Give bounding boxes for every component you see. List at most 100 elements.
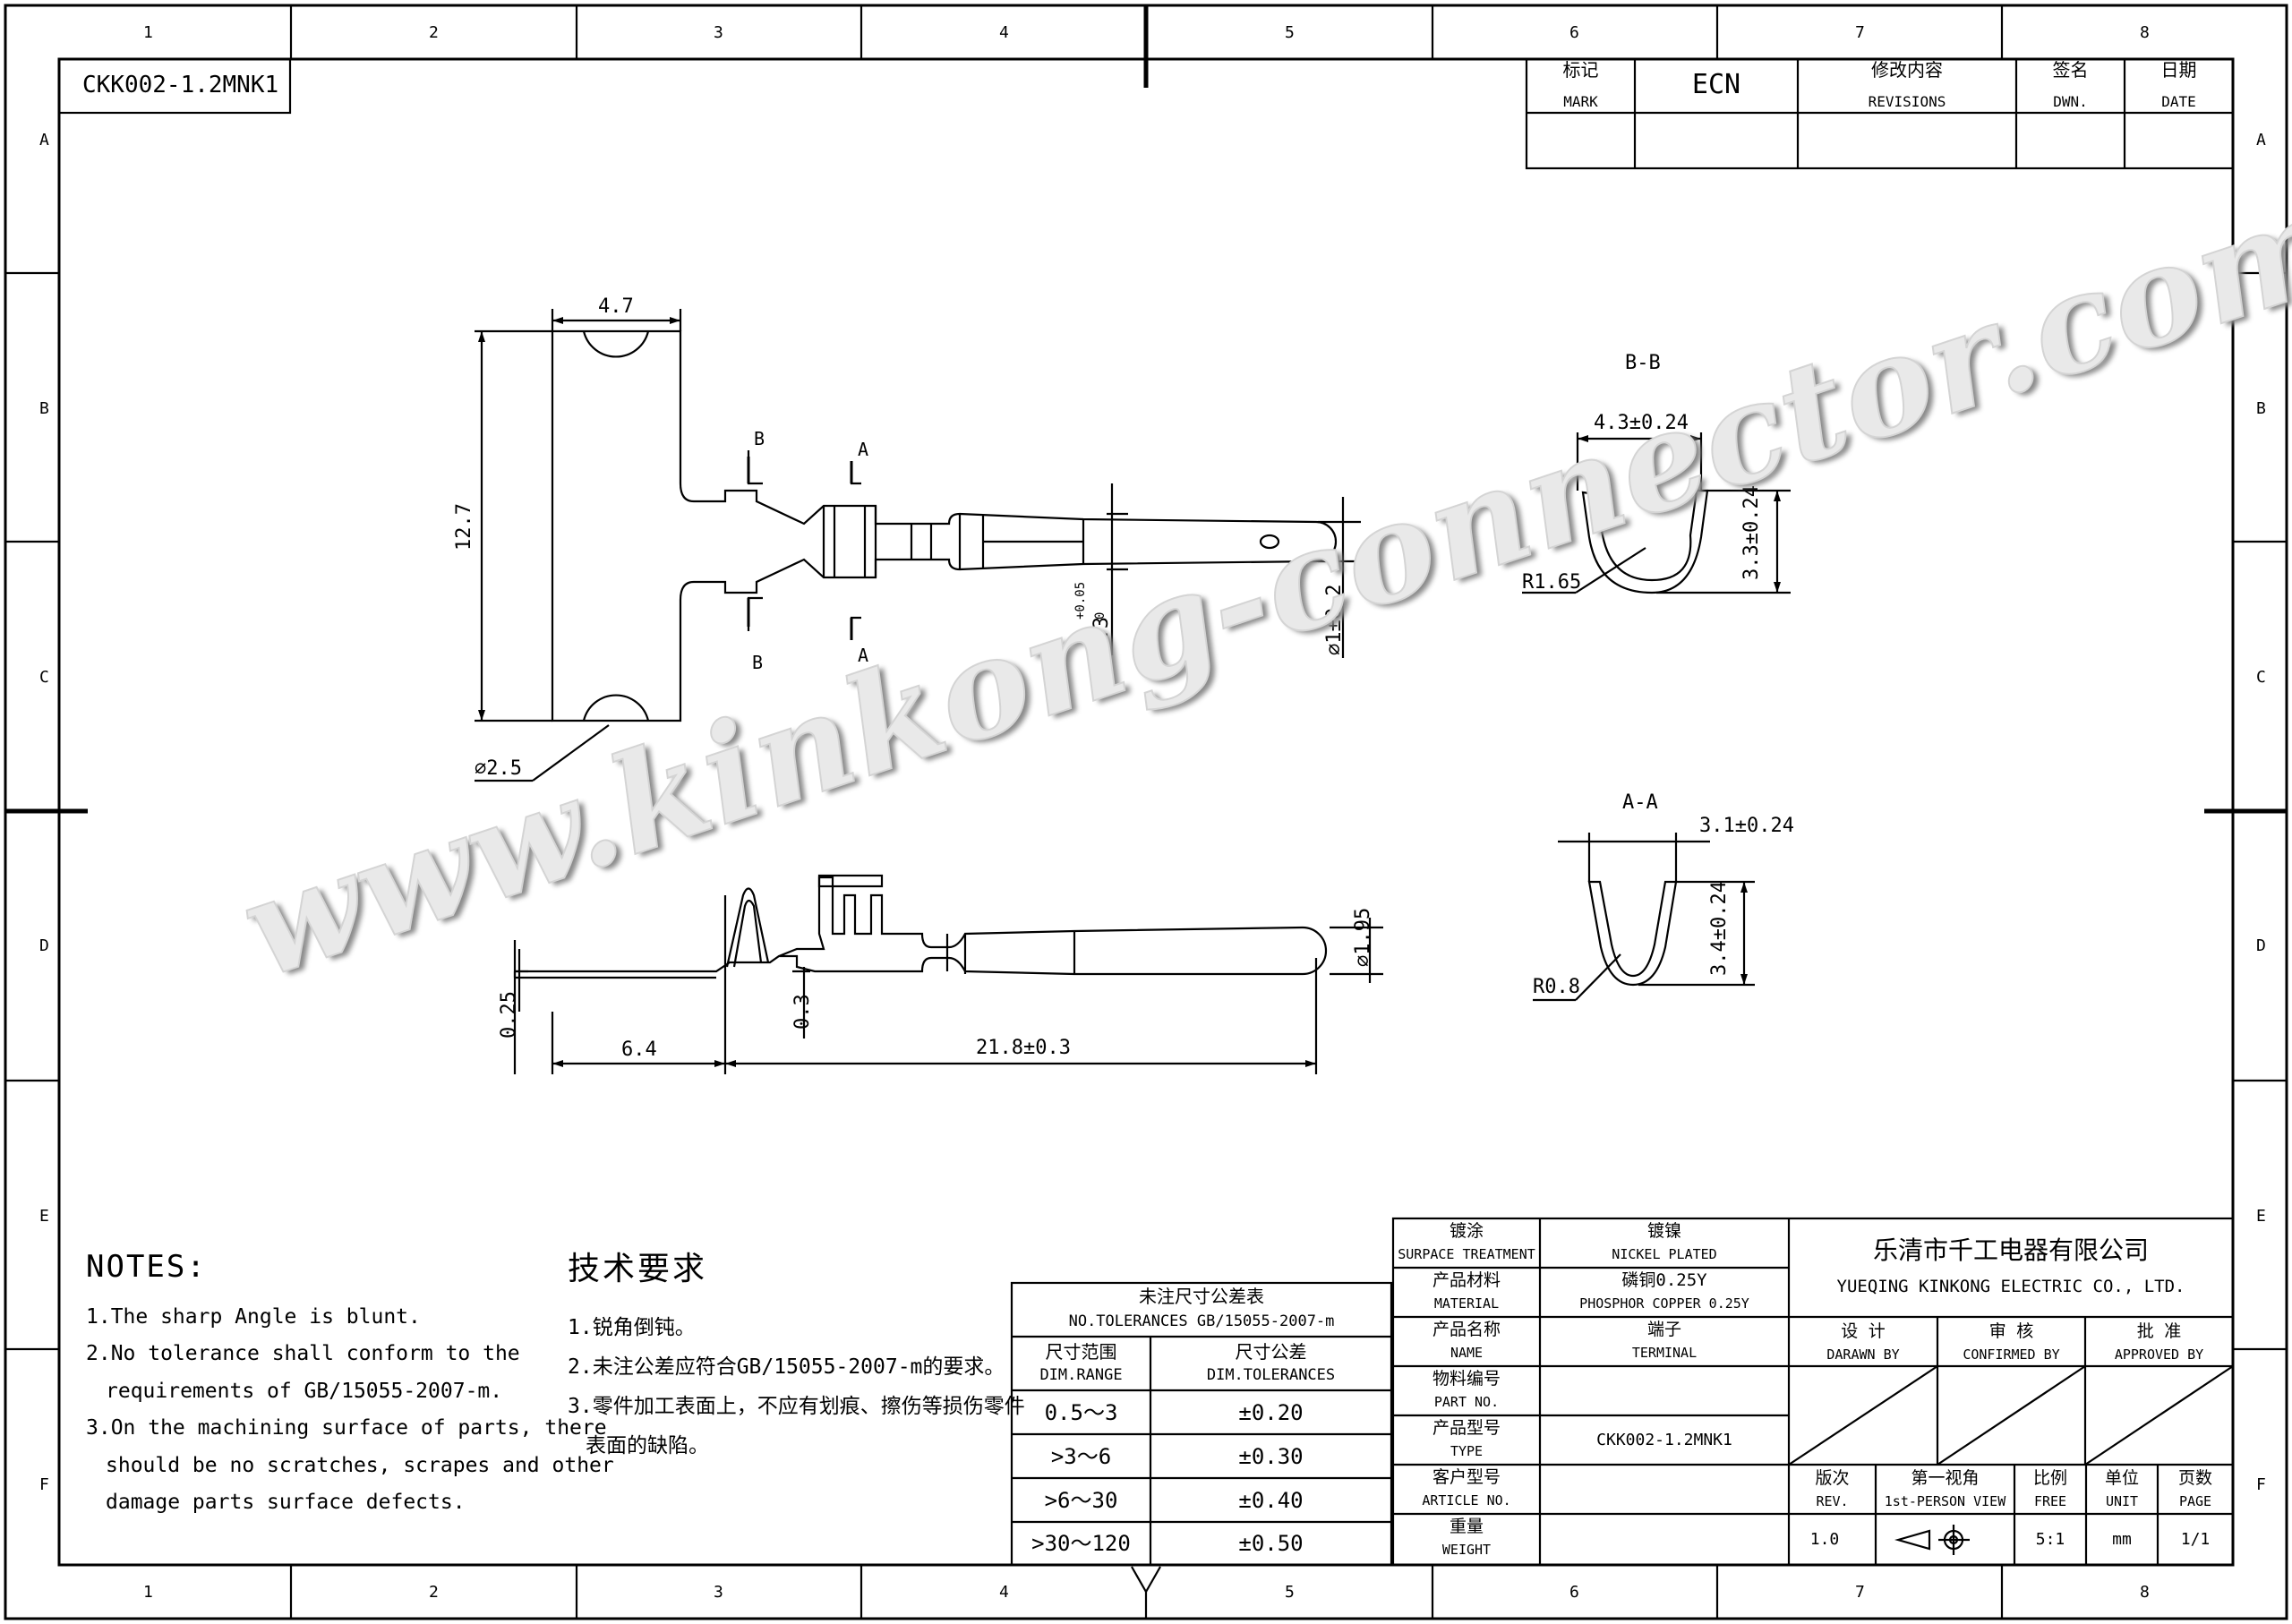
section-bb-radius: R1.65 xyxy=(1522,571,1582,594)
tol-row-1-tol: ±0.20 xyxy=(1238,1400,1304,1425)
tol-table-title-en: NO.TOLERANCES GB/15055-2007-m xyxy=(1068,1312,1335,1330)
tb-approve-cn: 批 准 xyxy=(2136,1321,2182,1341)
zone-row-b-left: B xyxy=(39,399,49,418)
tol-row-2-range: >3～6 xyxy=(1050,1444,1112,1469)
dim-width-4-7: 4.7 xyxy=(598,295,634,318)
tb-scale-val: 5:1 xyxy=(2035,1530,2065,1549)
tb-view-cn: 第一视角 xyxy=(1911,1468,1980,1488)
tb-page-val: 1/1 xyxy=(2180,1530,2211,1549)
tb-page-en: PAGE xyxy=(2178,1493,2212,1509)
tech-req-title: 技术要求 xyxy=(568,1251,708,1287)
rev-dwn-en: DWN. xyxy=(2053,93,2088,110)
zone-col-5-bottom: 5 xyxy=(1285,1583,1295,1602)
zone-row-a-left: A xyxy=(39,131,49,150)
tol-col-tol-cn: 尺寸公差 xyxy=(1235,1341,1307,1363)
tech-req-line-4: 表面的缺陷。 xyxy=(586,1434,709,1457)
zone-col-5-top: 5 xyxy=(1285,23,1295,42)
tb-scale-en: FREE xyxy=(2033,1493,2067,1509)
section-a-top: A xyxy=(858,439,869,460)
tb-unit-val: mm xyxy=(2112,1530,2132,1549)
note-line-6: damage parts surface defects. xyxy=(106,1491,466,1514)
tb-rev-val: 1.0 xyxy=(1809,1530,1840,1549)
tb-article-cn: 客户型号 xyxy=(1432,1467,1501,1487)
tb-partno-cn: 物料编号 xyxy=(1432,1369,1501,1389)
tb-material-val-en: PHOSPHOR COPPER 0.25Y xyxy=(1579,1295,1749,1312)
zone-col-6-bottom: 6 xyxy=(1569,1583,1579,1602)
zone-row-d-right: D xyxy=(2256,936,2266,955)
tech-req-line-3: 3.零件加工表面上，不应有划痕、擦伤等损伤零件 xyxy=(568,1395,1025,1418)
section-b-top: B xyxy=(754,428,765,449)
zone-col-3-bottom: 3 xyxy=(714,1583,723,1602)
zone-row-b-right: B xyxy=(2256,399,2266,418)
tb-check-cn: 审 核 xyxy=(1988,1321,2034,1341)
note-line-2: 2.No tolerance shall conform to the xyxy=(86,1342,520,1365)
zone-col-7-top: 7 xyxy=(1855,23,1865,42)
rev-date-cn: 日期 xyxy=(2160,59,2197,81)
section-b-bottom: B xyxy=(752,652,764,673)
zone-row-c-left: C xyxy=(39,668,49,687)
tb-surface-val-cn: 镀镍 xyxy=(1646,1221,1681,1241)
zone-col-6-top: 6 xyxy=(1569,23,1579,42)
tol-col-range-en: DIM.RANGE xyxy=(1039,1366,1123,1384)
tb-rev-cn: 版次 xyxy=(1815,1468,1850,1488)
zone-col-7-bottom: 7 xyxy=(1855,1583,1865,1602)
rev-mark-cn: 标记 xyxy=(1562,59,1599,81)
rev-dwn-cn: 签名 xyxy=(2052,59,2089,81)
tol-row-4-tol: ±0.50 xyxy=(1238,1531,1304,1556)
tb-partno-en: PART NO. xyxy=(1433,1394,1500,1410)
tb-name-en: NAME xyxy=(1450,1345,1484,1361)
zone-col-8-top: 8 xyxy=(2140,23,2150,42)
tol-col-range-cn: 尺寸范围 xyxy=(1045,1341,1117,1363)
zone-col-1-bottom: 1 xyxy=(143,1583,153,1602)
rev-revisions-en: REVISIONS xyxy=(1868,93,1946,110)
tb-design-en: DARAWN BY xyxy=(1826,1346,1900,1363)
tol-row-3-range: >6～30 xyxy=(1044,1488,1118,1513)
tb-design-cn: 设 计 xyxy=(1841,1321,1886,1341)
tb-article-en: ARTICLE NO. xyxy=(1422,1492,1511,1509)
drawing-number: CKK002-1.2MNK1 xyxy=(82,72,279,98)
note-line-4: 3.On the machining surface of parts, the… xyxy=(86,1416,607,1440)
tol-row-3-tol: ±0.40 xyxy=(1238,1488,1304,1513)
zone-row-d-left: D xyxy=(39,936,49,955)
tech-req-line-1: 1.锐角倒钝。 xyxy=(568,1316,696,1339)
tb-type-cn: 产品型号 xyxy=(1432,1418,1501,1438)
rev-date-en: DATE xyxy=(2161,93,2196,110)
dim-diameter-2-5: ⌀2.5 xyxy=(475,757,522,780)
tb-surface-en: SURPACE TREATMENT xyxy=(1398,1246,1535,1262)
section-aa-width: 3.1±0.24 xyxy=(1699,815,1794,837)
zone-col-2-bottom: 2 xyxy=(429,1583,439,1602)
tol-row-4-range: >30～120 xyxy=(1031,1531,1131,1556)
rev-mark-en: MARK xyxy=(1563,93,1598,110)
zone-row-e-right: E xyxy=(2256,1207,2266,1226)
dim-height-12-7: 12.7 xyxy=(453,503,475,551)
tol-table-title-cn: 未注尺寸公差表 xyxy=(1139,1286,1264,1307)
tb-type-en: TYPE xyxy=(1450,1443,1484,1459)
zone-col-4-bottom: 4 xyxy=(999,1583,1009,1602)
tb-weight-en: WEIGHT xyxy=(1441,1542,1492,1558)
zone-row-c-right: C xyxy=(2256,668,2266,687)
tb-material-val-cn: 磷铜0.25Y xyxy=(1621,1270,1707,1290)
tb-name-cn: 产品名称 xyxy=(1432,1320,1501,1339)
dim-length-6-4: 6.4 xyxy=(621,1039,657,1061)
tb-surface-cn: 镀涂 xyxy=(1449,1221,1484,1241)
tb-weight-cn: 重量 xyxy=(1449,1517,1484,1536)
note-line-5: should be no scratches, scrapes and othe… xyxy=(106,1454,614,1477)
zone-row-f-right: F xyxy=(2256,1475,2266,1494)
zone-col-1-top: 1 xyxy=(143,23,153,42)
zone-col-4-top: 4 xyxy=(999,23,1009,42)
zone-col-3-top: 3 xyxy=(714,23,723,42)
section-bb-width: 4.3±0.24 xyxy=(1594,412,1689,434)
tb-company-cn: 乐清市千工电器有限公司 xyxy=(1872,1235,2149,1265)
note-line-3: requirements of GB/15055-2007-m. xyxy=(106,1380,503,1403)
tb-approve-en: APPROVED BY xyxy=(2114,1346,2204,1363)
tb-material-cn: 产品材料 xyxy=(1432,1270,1501,1290)
tol-row-2-tol: ±0.30 xyxy=(1238,1444,1304,1469)
tb-unit-cn: 单位 xyxy=(2104,1468,2139,1488)
notes-title: NOTES: xyxy=(86,1249,207,1285)
zone-col-2-top: 2 xyxy=(429,23,439,42)
tb-scale-cn: 比例 xyxy=(2032,1468,2067,1488)
tb-company-en: YUEQING KINKONG ELECTRIC CO., LTD. xyxy=(1836,1277,2185,1296)
tb-page-cn: 页数 xyxy=(2177,1468,2212,1488)
tb-check-en: CONFIRMED BY xyxy=(1963,1346,2060,1363)
